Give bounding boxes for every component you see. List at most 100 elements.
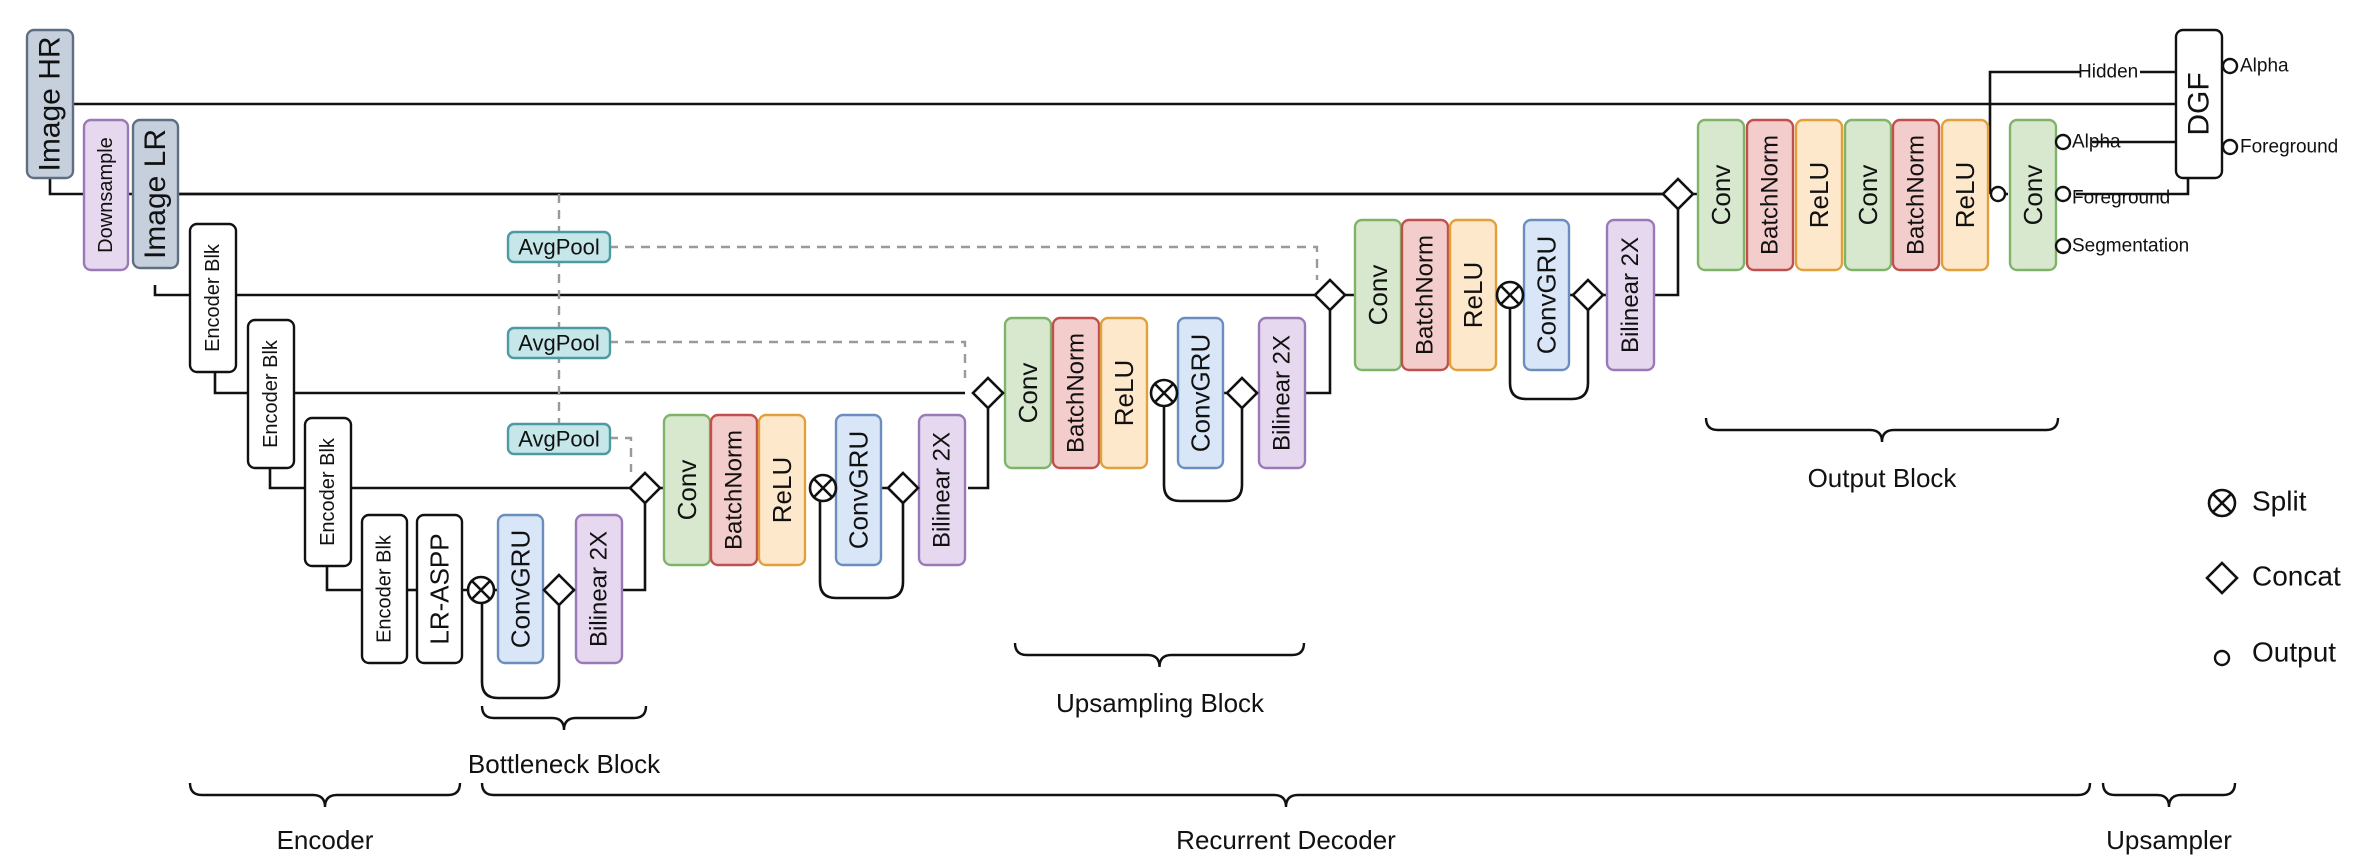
up2-batchnorm: BatchNorm — [1051, 316, 1101, 470]
wire-bottleneck-up — [622, 502, 647, 592]
up1-relu-label: ReLU — [767, 457, 797, 523]
wire-bottleneck-bypass — [480, 603, 561, 700]
encoder-blk-4: Encoder Blk — [360, 513, 409, 665]
out-batchnorm-2-box — [1891, 118, 1941, 272]
bottleneck-bilinear-label: Bilinear 2X — [586, 531, 613, 647]
image-lr-block-box — [131, 118, 180, 270]
legend-split-label: Split — [2252, 486, 2307, 517]
wire-up3-bypass — [1508, 308, 1590, 401]
up2-conv: Conv — [1003, 316, 1053, 470]
encoder-blk-3: Encoder Blk — [303, 416, 353, 568]
encoder-blk-4-box — [360, 513, 409, 665]
downsample-block-label: Downsample — [95, 137, 117, 253]
dash-avgpool1 — [609, 245, 1319, 280]
encoder-blk-1-label: Encoder Blk — [202, 243, 224, 352]
up1-batchnorm: BatchNorm — [709, 413, 759, 567]
up3-convgru-label: ConvGRU — [1532, 236, 1562, 354]
up2-batchnorm-box — [1051, 316, 1101, 470]
avgpool-3: AvgPool — [506, 422, 612, 456]
bottleneck-convgru: ConvGRU — [496, 513, 545, 665]
decoder-title: Recurrent Decoder — [1176, 825, 1396, 855]
section-braces — [188, 417, 2237, 808]
up2-batchnorm-label: BatchNorm — [1063, 333, 1090, 453]
image-hr-block-box — [25, 28, 75, 180]
up2-convgru-label: ConvGRU — [1186, 334, 1216, 452]
foreground-lr-label: Foreground — [2072, 188, 2170, 209]
legend-split-icon — [2207, 488, 2237, 518]
out-conv-2-box — [1843, 118, 1893, 272]
dgf-block: DGF — [2174, 28, 2224, 180]
up2-bilinear-box — [1257, 316, 1307, 470]
avgpool-2-label: AvgPool — [518, 331, 600, 356]
encoder-title: Encoder — [277, 825, 374, 855]
legend-output-icon — [2213, 649, 2231, 667]
out-batchnorm-1-label: BatchNorm — [1757, 135, 1784, 255]
legend-concat-icon — [2205, 561, 2239, 595]
bottleneck-convgru-label: ConvGRU — [506, 530, 536, 648]
up3-input-concat-icon — [1313, 278, 1347, 312]
up2-bilinear-label: Bilinear 2X — [1269, 335, 1296, 451]
out-relu-2: ReLU — [1940, 118, 1990, 272]
up3-split-icon — [1495, 280, 1525, 310]
operation-nodes — [466, 57, 2239, 667]
segmentation-output-icon — [2054, 237, 2072, 255]
up2-relu-box — [1099, 316, 1149, 470]
wire-up2-out — [1306, 306, 1332, 395]
brace-upsampling — [1013, 642, 1306, 668]
wire-lr-to-enc1 — [153, 285, 1317, 297]
out-conv-final-label: Conv — [2018, 165, 2048, 226]
out-relu-1: ReLU — [1794, 118, 1844, 272]
split-cross — [2212, 493, 2232, 513]
image-hr-block: Image HR — [25, 28, 75, 180]
wire-hidden-branch — [1988, 70, 2080, 194]
up2-relu-label: ReLU — [1109, 360, 1139, 426]
wire-enc1-to-decoder — [213, 372, 965, 395]
hidden-output-icon — [1989, 185, 2007, 203]
segmentation-label: Segmentation — [2072, 236, 2189, 257]
up2-concat-icon — [1225, 376, 1259, 410]
out-conv-1-label: Conv — [1706, 165, 1736, 226]
split-cross — [471, 580, 491, 600]
up1-conv-label: Conv — [672, 460, 702, 521]
bottleneck-bilinear-box — [574, 513, 624, 665]
dgf-block-box — [2174, 28, 2224, 180]
wire-foreground-to-dgf — [2076, 178, 2190, 196]
up3-conv: Conv — [1353, 218, 1403, 372]
up1-batchnorm-label: BatchNorm — [721, 430, 748, 550]
image-hr-block-label: Image HR — [34, 36, 67, 171]
up1-batchnorm-box — [709, 413, 759, 567]
up3-bilinear-label: Bilinear 2X — [1617, 237, 1644, 353]
out-batchnorm-2-label: BatchNorm — [1903, 135, 1930, 255]
up1-input-concat-icon — [628, 471, 662, 505]
encoder-blk-3-box — [303, 416, 353, 568]
output-title: Output Block — [1808, 463, 1958, 493]
foreground-hr-output-icon — [2221, 138, 2239, 156]
encoder-blk-4-label: Encoder Blk — [374, 534, 396, 643]
up2-conv-label: Conv — [1013, 363, 1043, 424]
up3-batchnorm: BatchNorm — [1400, 218, 1450, 372]
out-relu-2-box — [1940, 118, 1990, 272]
avgpool-1-box — [506, 230, 612, 264]
up3-batchnorm-box — [1400, 218, 1450, 372]
brace-encoder — [188, 782, 462, 808]
bottleneck-concat-icon — [542, 573, 576, 607]
brace-output — [1704, 417, 2060, 443]
dash-avgpool2 — [609, 340, 967, 378]
up1-bilinear-box — [917, 413, 967, 567]
out-conv-1: Conv — [1696, 118, 1746, 272]
wire-hr-to-downsample — [48, 178, 1665, 196]
alpha-hr-output-icon — [2221, 57, 2239, 75]
bottleneck-convgru-box — [496, 513, 545, 665]
lr-aspp-block-label: LR-ASPP — [425, 533, 455, 644]
dash-avgpool3 — [609, 436, 633, 472]
up1-relu-box — [757, 413, 807, 567]
up1-conv: Conv — [662, 413, 712, 567]
encoder-blk-2-label: Encoder Blk — [260, 339, 282, 448]
up3-bilinear-box — [1605, 218, 1656, 372]
avgpool-2-box — [506, 326, 612, 360]
up1-concat-icon — [886, 471, 920, 505]
wire-up1-bypass — [818, 500, 905, 600]
brace-upsampler — [2101, 782, 2237, 808]
